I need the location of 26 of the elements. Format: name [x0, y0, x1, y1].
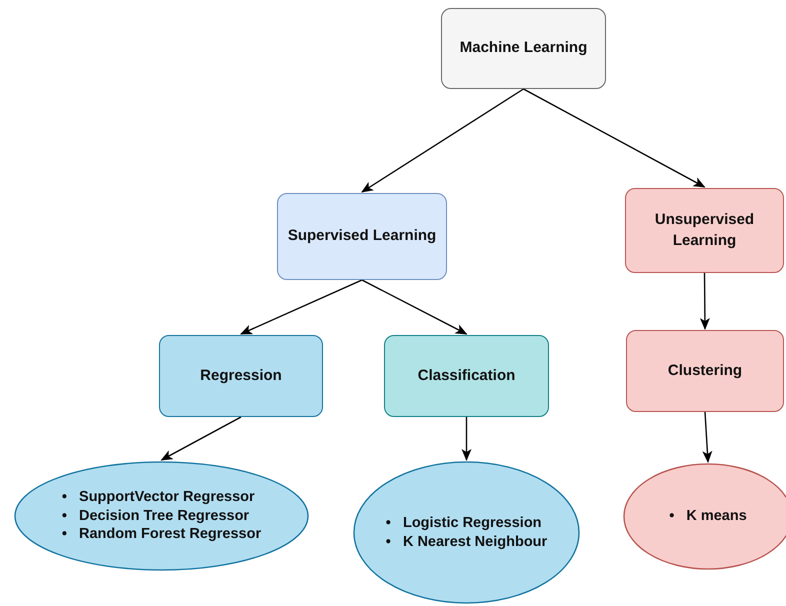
- box-label: Supervised Learning: [288, 226, 436, 246]
- process-box: [441, 8, 606, 89]
- arrow: [240, 279, 362, 335]
- arrow: [362, 279, 468, 335]
- process-box: [626, 330, 784, 412]
- arrow: [523, 88, 706, 188]
- list-item: • Logistic Regression: [386, 514, 543, 532]
- arrow: [361, 88, 524, 193]
- box-label: Classification: [418, 366, 516, 386]
- list-item: • K Nearest Neighbour: [386, 532, 548, 552]
- box-label: Machine Learning: [460, 38, 588, 58]
- box-label: Unsupervised Learning: [654, 210, 756, 250]
- list-item: • Decision Tree Regressor: [62, 506, 250, 526]
- process-box: [384, 335, 549, 417]
- arrow: [702, 412, 712, 463]
- arrow: [700, 273, 710, 330]
- arrow: [160, 416, 242, 461]
- arrow: [462, 417, 472, 461]
- list-item: • K means: [669, 507, 747, 526]
- list-item: • SupportVector Regressor: [62, 488, 256, 507]
- process-box: [625, 188, 784, 273]
- box-label: Regression: [200, 366, 282, 386]
- box-label: Clustering: [668, 360, 742, 381]
- list-item: • Random Forest Regressor: [62, 525, 262, 544]
- process-box: [159, 335, 323, 417]
- process-box: [277, 193, 447, 280]
